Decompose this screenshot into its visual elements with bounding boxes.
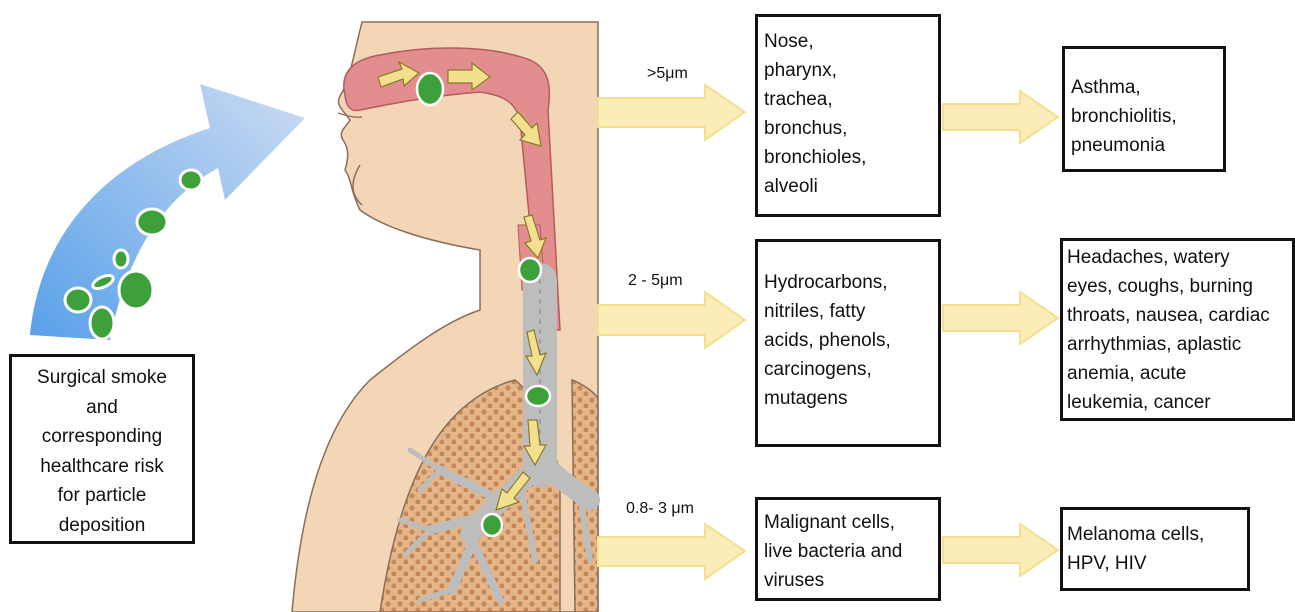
effects-line: Headaches, watery [1067,243,1290,272]
effects-line: Asthma, [1071,73,1217,102]
sites-line: acids, phenols, [764,326,932,355]
effects-line: eyes, coughs, burning [1067,272,1290,301]
source-line: deposition [18,511,186,541]
effects-line: throats, nausea, cardiac [1067,301,1290,330]
effects-line: leukemia, cancer [1067,388,1290,417]
source-line: Surgical smoke [18,363,186,393]
sites-line: Nose, [764,27,932,56]
sites-line: nitriles, fatty [764,297,932,326]
effects-line: Melanoma cells, [1067,520,1243,549]
source-line: corresponding [18,422,186,452]
effects-line: pneumonia [1071,131,1217,160]
effects-box-small: Melanoma cells, HPV, HIV [1060,507,1250,591]
size-label-large: >5μm [647,65,688,83]
effects-box-medium: Headaches, watery eyes, coughs, burning … [1060,238,1295,421]
source-box: Surgical smoke and corresponding healthc… [9,354,195,544]
effects-box-large: Asthma, bronchiolitis, pneumonia [1062,46,1226,172]
sites-line: viruses [764,566,932,595]
sites-line: Malignant cells, [764,508,932,537]
sites-line: alveoli [764,172,932,201]
sites-line: pharynx, [764,56,932,85]
effects-line: HPV, HIV [1067,549,1243,578]
size-label-medium: 2 - 5μm [628,272,683,290]
effects-line: anemia, acute [1067,359,1290,388]
source-line: for particle [18,481,186,511]
effects-line: arrhythmias, aplastic [1067,330,1290,359]
sites-line: trachea, [764,85,932,114]
sites-line: bronchus, [764,114,932,143]
source-line: healthcare risk [18,452,186,482]
size-label-small: 0.8- 3 μm [626,500,694,518]
effects-line: bronchiolitis, [1071,102,1217,131]
sites-line: live bacteria and [764,537,932,566]
sites-box-large: Nose, pharynx, trachea, bronchus, bronch… [755,14,941,217]
sites-line: carcinogens, [764,355,932,384]
sites-box-small: Malignant cells, live bacteria and virus… [755,497,941,601]
block-arrows-effects [943,91,1058,576]
sites-line: Hydrocarbons, [764,268,932,297]
sites-line: mutagens [764,384,932,413]
sites-line: bronchioles, [764,143,932,172]
source-line: and [18,393,186,423]
sites-box-medium: Hydrocarbons, nitriles, fatty acids, phe… [755,239,941,447]
